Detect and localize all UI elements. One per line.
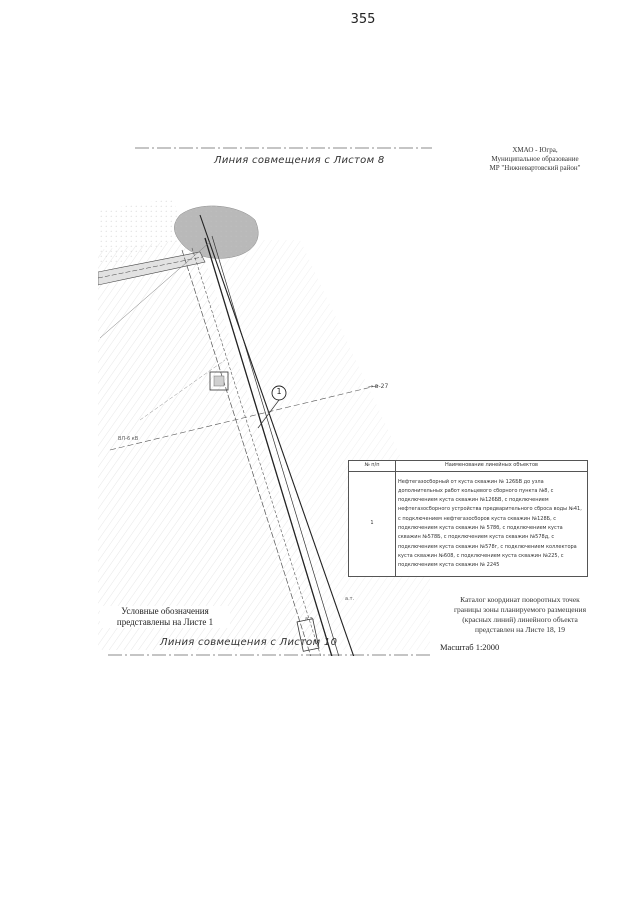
hatched-area xyxy=(98,238,330,650)
scale-note: Масштаб 1:2000 xyxy=(440,642,500,652)
svg-text:→ в-27: → в-27 xyxy=(368,383,388,390)
corridor-line-main xyxy=(204,237,333,656)
catalog-note-line-1: Каталог координат поворотных точек xyxy=(460,595,580,604)
objects-table: № п/п Наименование линейных объектов 1 Н… xyxy=(348,460,588,577)
catalog-note: Каталог координат поворотных точек грани… xyxy=(440,595,600,635)
corridor-line-outer-right xyxy=(199,214,355,656)
corridor-line-right xyxy=(211,235,340,656)
table-header-num: № п/п xyxy=(348,460,396,472)
svg-text:а.т.: а.т. xyxy=(345,596,355,602)
structure-1 xyxy=(209,371,229,391)
table-header-row: № п/п Наименование линейных объектов xyxy=(348,460,588,472)
match-line-bottom-label: Линия совмещения с Листом 10 xyxy=(160,637,338,648)
object-marker-label: 1 xyxy=(276,387,282,396)
svg-text:ВЛ-6 кВ: ВЛ-6 кВ xyxy=(118,436,139,442)
match-line-top-label: Линия совмещения с Листом 8 xyxy=(214,155,385,166)
table-cell-num: 1 xyxy=(348,471,396,577)
table-header-name: Наименование линейных объектов xyxy=(395,460,588,472)
table-row: 1 Нефтегазосборный от куста скважин № 12… xyxy=(348,471,588,577)
legend-note-line-2: представлены на Листе 1 xyxy=(116,617,214,627)
catalog-note-line-3: (красных линий) линейного объекта xyxy=(462,615,578,624)
pipeline-strip xyxy=(98,251,206,286)
structure-2 xyxy=(296,618,320,652)
org-line-2: Муниципальное образование xyxy=(491,155,579,163)
table-cell-name: Нефтегазосборный от куста скважин № 126Б… xyxy=(395,471,588,577)
object-marker-circle xyxy=(271,385,287,401)
legend-note-line-1: Условные обозначения xyxy=(121,606,209,616)
org-block: ХМАО - Югра, Муниципальное образование М… xyxy=(455,146,615,173)
catalog-note-line-2: границы зоны планируемого размещения xyxy=(453,605,587,614)
corridor-line-left xyxy=(191,247,322,656)
svg-text:а.т.: а.т. xyxy=(305,616,315,622)
legend-note: Условные обозначения представлены на Лис… xyxy=(100,606,230,628)
catalog-note-line-4: представлен на Листе 18, 19 xyxy=(474,625,566,634)
page-number: 355 xyxy=(350,12,376,27)
org-line-1: ХМАО - Югра, xyxy=(512,146,558,154)
crossing-line xyxy=(109,384,381,451)
org-line-3: МР "Нижневартовский район" xyxy=(489,164,581,172)
